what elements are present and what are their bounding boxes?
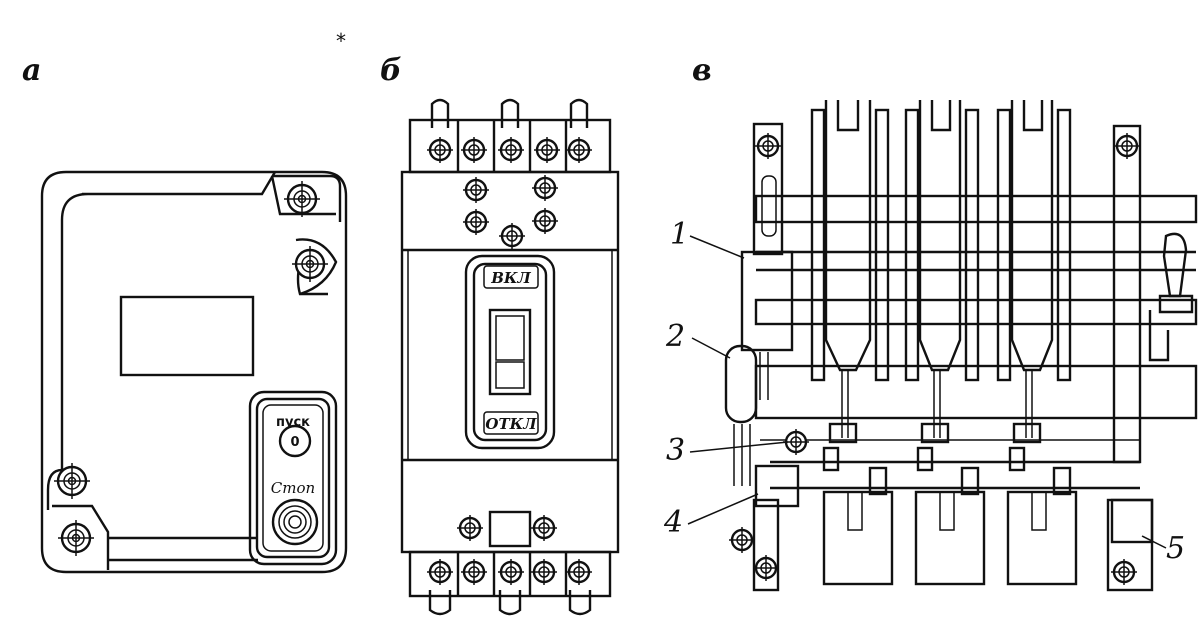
on-label: ВКЛ xyxy=(490,269,531,287)
screw-icon xyxy=(461,207,491,237)
screw-icon xyxy=(530,173,560,203)
top-terminals xyxy=(408,98,612,174)
screw-icon xyxy=(52,461,92,501)
callout-5: 5 xyxy=(1166,531,1185,566)
pole-2 xyxy=(904,100,986,586)
panel-label-c: в xyxy=(692,53,712,88)
start-button[interactable] xyxy=(278,424,312,458)
bottom-terminals xyxy=(408,550,612,616)
callout-4: 4 xyxy=(663,505,683,540)
screw-icon xyxy=(529,513,559,543)
nameplate xyxy=(119,295,255,377)
pole-1 xyxy=(810,100,894,586)
callout-3: 3 xyxy=(666,433,685,468)
control-panel: пуск 0 Cтоп xyxy=(248,390,338,566)
screw-icon xyxy=(530,206,560,236)
screw-icon xyxy=(455,513,485,543)
panel-label-a: а xyxy=(22,53,41,88)
panel-c-mechanism: 1 2 3 4 5 xyxy=(663,100,1198,592)
panel-label-b: б xyxy=(380,53,402,88)
off-label: ОТКЛ xyxy=(485,415,537,433)
component-1 xyxy=(740,250,794,352)
screw-icon xyxy=(282,179,322,219)
component-4 xyxy=(754,464,800,508)
breaker-handle[interactable] xyxy=(488,308,532,396)
callout-1: 1 xyxy=(670,217,689,252)
component-2 xyxy=(724,344,758,424)
screw-icon xyxy=(497,221,527,251)
component-5 xyxy=(1110,498,1154,544)
screw-icon xyxy=(461,175,491,205)
panel-b-breaker: ВКЛ ОТКЛ xyxy=(400,98,620,616)
asterisk-mark: * xyxy=(336,29,346,53)
zero-label: 0 xyxy=(290,435,299,450)
stop-label: Cтоп xyxy=(271,479,315,497)
panel-a-enclosure: пуск 0 Cтоп xyxy=(40,170,348,574)
pole-3 xyxy=(996,100,1078,586)
callout-2: 2 xyxy=(665,319,685,354)
stop-button[interactable] xyxy=(271,498,319,546)
screw-icon xyxy=(56,518,96,558)
